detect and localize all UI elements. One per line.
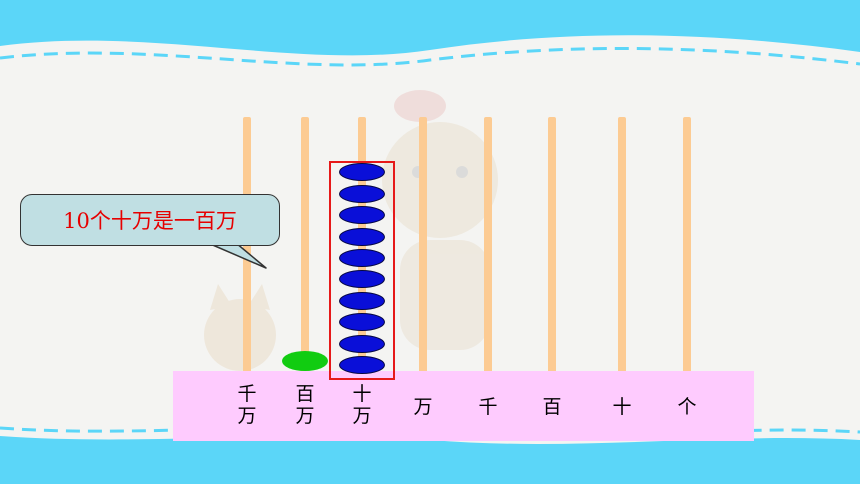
blue-bead[interactable] [339,184,385,203]
green-bead-baiwan[interactable] [282,351,328,371]
speech-bubble-text: 10个十万是一百万 [63,209,237,233]
highlight-box-shiwan [329,161,395,380]
place-label-bai: 百 [542,396,562,418]
place-label-ge: 个 [677,396,697,418]
blue-bead[interactable] [339,356,385,374]
rod-shi [618,117,626,373]
blue-bead[interactable] [339,334,385,353]
place-label-wan: 万 [413,396,433,418]
rod-baiwan [301,117,309,373]
blue-bead[interactable] [339,163,385,182]
place-label-shi: 十 [612,396,632,418]
kitten-watermark [204,284,276,371]
rod-wan [419,117,427,373]
blue-bead[interactable] [339,313,385,332]
place-label-qianwan: 千万 [237,383,257,427]
blue-bead[interactable] [339,206,385,225]
blue-bead[interactable] [339,291,385,310]
rod-qian [484,117,492,373]
rod-ge [683,117,691,373]
blue-bead[interactable] [339,270,385,289]
rod-bai [548,117,556,373]
place-label-qian: 千 [478,396,498,418]
abacus-base [173,371,754,441]
blue-bead[interactable] [339,227,385,246]
blue-bead[interactable] [339,249,385,267]
place-label-baiwan: 百万 [295,383,315,427]
speech-bubble: 10个十万是一百万 [20,194,280,246]
place-label-shiwan: 十万 [352,383,372,427]
